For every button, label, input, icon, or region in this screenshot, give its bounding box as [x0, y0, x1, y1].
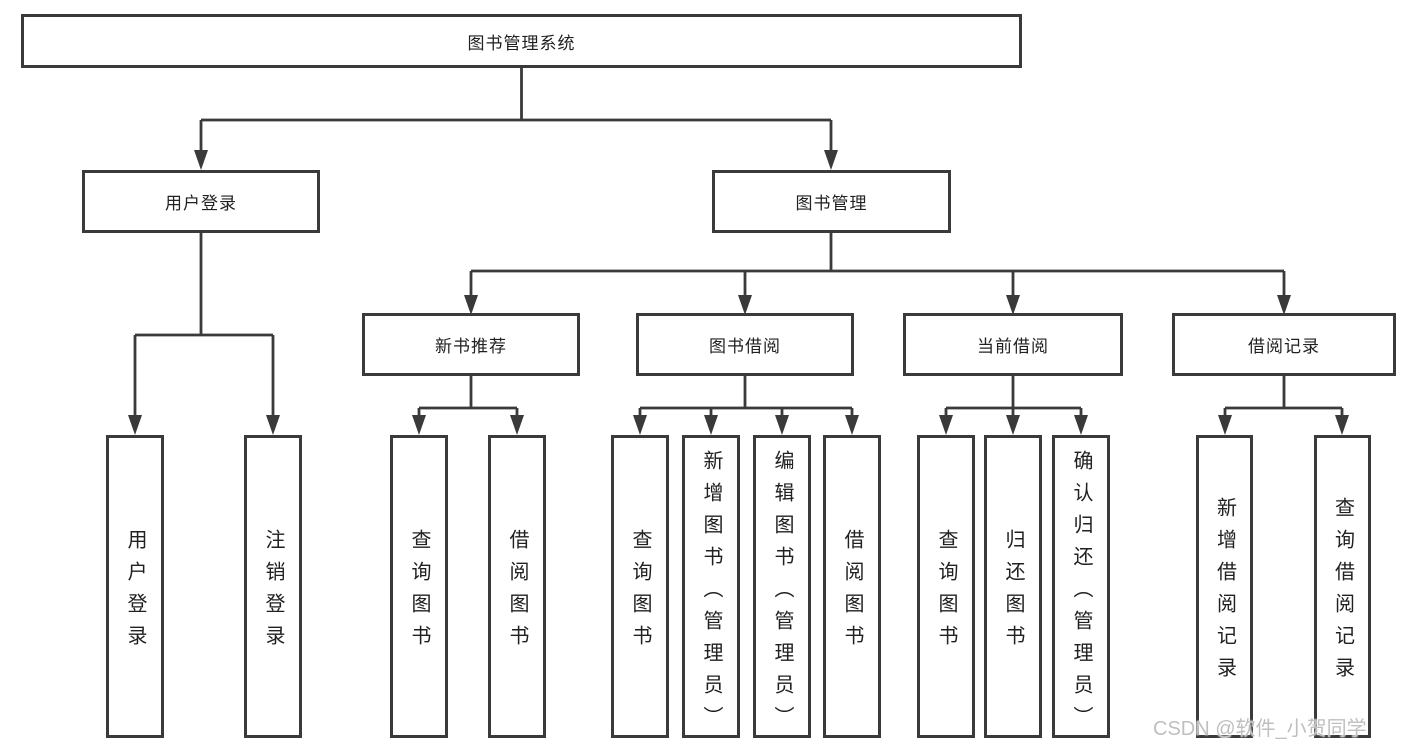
leaf-query-books-current: 查询图书	[917, 435, 975, 738]
leaf-query-borrow-record-label: 查询借阅记录	[1331, 496, 1354, 689]
leaf-query-books-recommend-label: 查询图书	[408, 528, 430, 657]
leaf-return-books: 归还图书	[984, 435, 1042, 738]
node-book-borrow-label: 图书借阅	[709, 337, 781, 356]
node-library-system: 图书管理系统	[21, 14, 1022, 68]
leaf-edit-books-admin-label: 编辑图书（管理员）	[771, 450, 793, 738]
leaf-add-books-admin-label: 新增图书（管理员）	[700, 450, 722, 738]
node-current-borrow-label: 当前借阅	[977, 337, 1049, 356]
leaf-user-login: 用户登录	[106, 435, 164, 738]
node-book-management-label: 图书管理	[795, 194, 868, 213]
leaf-borrow-books-label: 借阅图书	[841, 528, 863, 657]
connector-book-mgmt-to-level3	[464, 233, 1291, 315]
node-user-login-label: 用户登录	[165, 194, 237, 213]
node-borrow-record-label: 借阅记录	[1248, 337, 1320, 356]
leaf-edit-books-admin: 编辑图书（管理员）	[753, 435, 811, 738]
connector-root-to-level2	[194, 68, 838, 170]
node-new-book-recommend-label: 新书推荐	[435, 337, 507, 356]
leaf-logout-login: 注销登录	[244, 435, 302, 738]
node-book-borrow: 图书借阅	[636, 313, 854, 376]
connector-new-book-recommend-to-leaves	[412, 376, 524, 435]
leaf-confirm-return-admin-label: 确认归还（管理员）	[1070, 450, 1092, 738]
leaf-query-books-current-label: 查询图书	[935, 528, 957, 657]
connector-user-login-to-leaves	[128, 233, 280, 435]
leaf-query-books-recommend: 查询图书	[390, 435, 448, 738]
leaf-borrow-books-recommend: 借阅图书	[488, 435, 546, 738]
connector-book-borrow-to-leaves	[633, 376, 859, 435]
node-current-borrow: 当前借阅	[903, 313, 1123, 376]
leaf-user-login-label: 用户登录	[124, 528, 146, 657]
node-borrow-record: 借阅记录	[1172, 313, 1396, 376]
leaf-borrow-books-recommend-label: 借阅图书	[506, 528, 528, 657]
leaf-borrow-books: 借阅图书	[823, 435, 881, 738]
leaf-confirm-return-admin: 确认归还（管理员）	[1052, 435, 1110, 738]
leaf-query-borrow-record: 查询借阅记录	[1314, 435, 1371, 738]
leaf-add-borrow-record: 新增借阅记录	[1196, 435, 1253, 738]
leaf-add-borrow-record-label: 新增借阅记录	[1213, 496, 1236, 689]
node-user-login: 用户登录	[82, 170, 320, 233]
connector-current-borrow-to-leaves	[939, 376, 1088, 435]
connector-borrow-record-to-leaves	[1218, 376, 1349, 435]
leaf-logout-login-label: 注销登录	[262, 528, 284, 657]
leaf-return-books-label: 归还图书	[1002, 528, 1024, 657]
leaf-query-books-borrow-label: 查询图书	[629, 528, 651, 657]
node-library-system-label: 图书管理系统	[467, 33, 576, 53]
leaf-add-books-admin: 新增图书（管理员）	[682, 435, 740, 738]
node-book-management: 图书管理	[712, 170, 951, 233]
leaf-query-books-borrow: 查询图书	[611, 435, 669, 738]
csdn-watermark: CSDN @软件_小贺同学	[1153, 718, 1367, 740]
node-new-book-recommend: 新书推荐	[362, 313, 580, 376]
